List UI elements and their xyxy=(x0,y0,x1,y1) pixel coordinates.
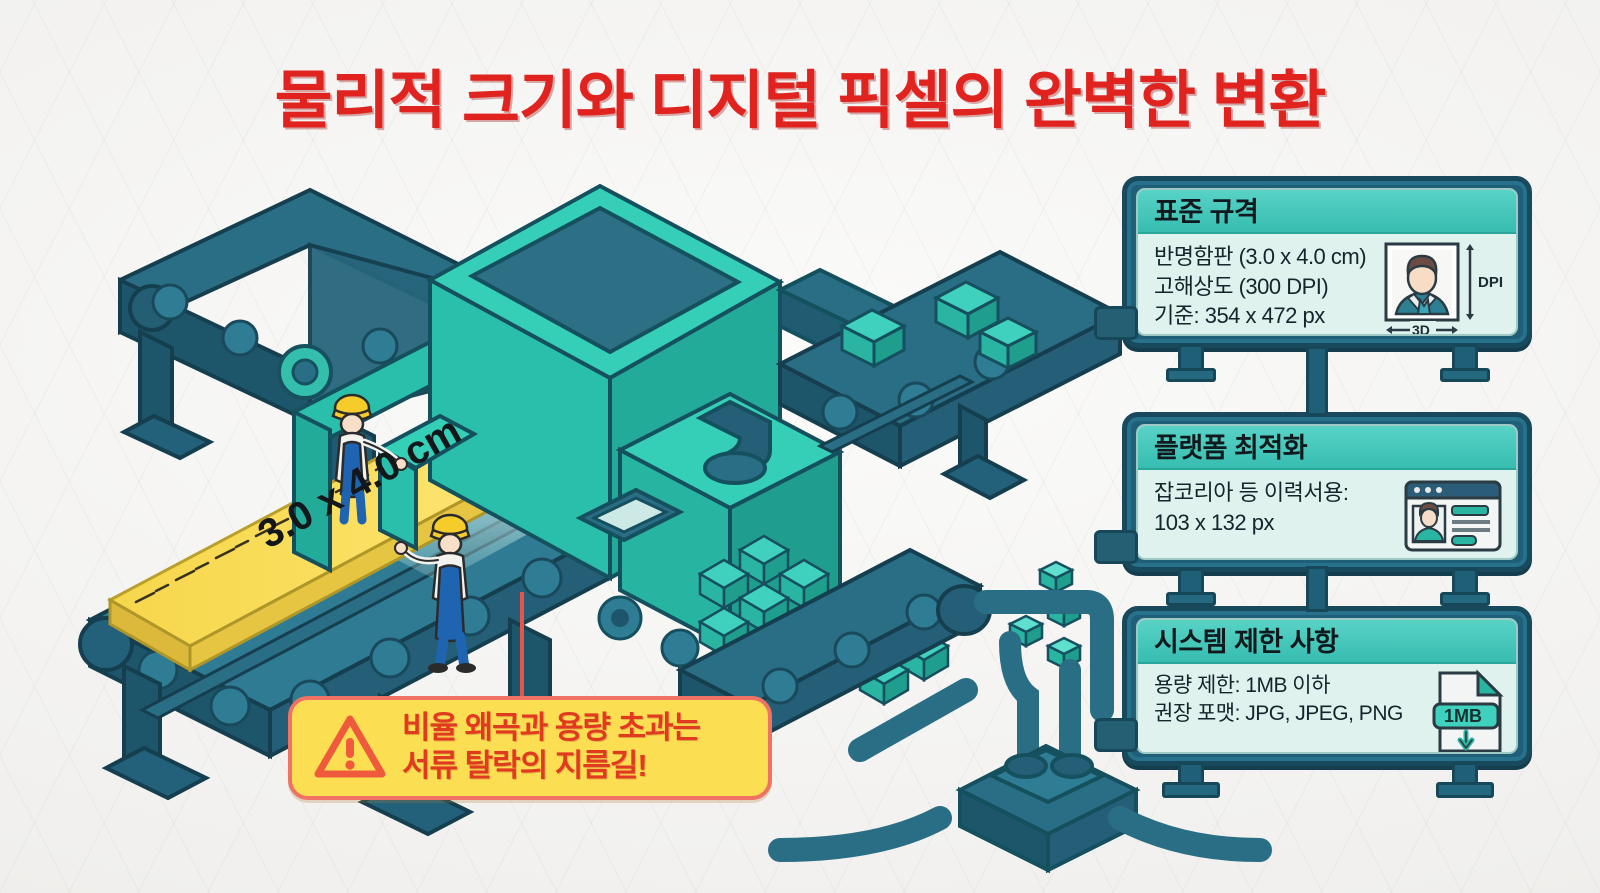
panel-body: 반명함판 (3.0 x 4.0 cm) 고해상도 (300 DPI) 기준: 3… xyxy=(1138,234,1516,331)
pipe-left-stub xyxy=(848,678,978,762)
spec-line-1: 반명함판 (3.0 x 4.0 cm) xyxy=(1154,244,1367,269)
panel-inner: 플랫폼 최적화 잡코리아 등 이력서용: 103 x 132 px xyxy=(1136,424,1518,560)
panel-standard-spec[interactable]: 표준 규격 반명함판 (3.0 x 4.0 cm) 고해상도 (300 DPI)… xyxy=(1094,176,1532,382)
panel-title: 시스템 제한 사항 xyxy=(1138,620,1516,664)
platform-line-1: 잡코리아 등 이력서용: xyxy=(1154,480,1349,505)
panel-body: 용량 제한: 1MB 이하 권장 포맷: JPG, JPEG, PNG xyxy=(1138,664,1516,729)
warning-line-1: 비율 왜곡과 용량 초과는 xyxy=(402,710,701,746)
panel-connector-post-upper xyxy=(1306,346,1328,416)
panel-foot-left xyxy=(1162,782,1220,798)
limit-line-1: 용량 제한: 1MB 이하 xyxy=(1154,674,1330,697)
panel-foot-right xyxy=(1436,782,1494,798)
platform-line-2: 103 x 132 px xyxy=(1154,509,1274,535)
file-size-icon: 1MB xyxy=(1432,669,1504,752)
panel-pipe-hub xyxy=(1094,306,1138,340)
warning-triangle-icon xyxy=(314,715,386,778)
warning-callout[interactable]: 비율 왜곡과 용량 초과는 서류 탈락의 지름길! xyxy=(288,696,772,800)
spec-line-3: 기준: 354 x 472 px xyxy=(1154,303,1325,329)
panel-foot-right xyxy=(1440,592,1490,606)
callout-pointer-line xyxy=(520,592,524,702)
panel-body: 잡코리아 등 이력서용: 103 x 132 px xyxy=(1138,470,1516,537)
panel-pipe-hub xyxy=(1094,530,1138,564)
3d-label: 3D xyxy=(1412,322,1430,336)
worker-upper xyxy=(331,393,408,525)
warning-text-group: 비율 왜곡과 용량 초과는 서류 탈락의 지름길! xyxy=(402,709,701,785)
pipe-bottom-left xyxy=(768,806,952,862)
resume-browser-icon xyxy=(1404,480,1502,552)
panel-foot-left xyxy=(1166,368,1216,382)
factory-illustration xyxy=(78,183,1272,874)
panel-connector-post-lower xyxy=(1306,566,1328,612)
warning-line-2: 서류 탈락의 지름길! xyxy=(402,748,648,783)
panel-title: 플랫폼 최적화 xyxy=(1138,426,1516,470)
panel-pipe-hub xyxy=(1094,718,1138,752)
panel-inner: 시스템 제한 사항 용량 제한: 1MB 이하 권장 포맷: JPG, JPEG… xyxy=(1136,618,1518,754)
spec-line-2: 고해상도 (300 DPI) xyxy=(1154,273,1329,299)
id-photo-icon: DPI 3D xyxy=(1384,242,1503,336)
panel-platform-optimization[interactable]: 플랫폼 최적화 잡코리아 등 이력서용: 103 x 132 px xyxy=(1094,412,1532,606)
pipe-bottom-right xyxy=(1108,806,1272,862)
page-title: 물리적 크기와 디지털 픽셀의 완벽한 변환 xyxy=(274,66,1327,136)
panel-title: 표준 규격 xyxy=(1138,190,1516,234)
panel-foot-right xyxy=(1440,368,1490,382)
pipe-junction-base xyxy=(955,743,1141,874)
panel-system-limits[interactable]: 시스템 제한 사항 용량 제한: 1MB 이하 권장 포맷: JPG, JPEG… xyxy=(1094,606,1532,798)
worker-lower xyxy=(394,513,476,673)
panel-foot-left xyxy=(1166,592,1216,606)
pipe-network xyxy=(974,590,1114,773)
file-size-badge-label: 1MB xyxy=(1444,706,1482,726)
dpi-label: DPI xyxy=(1478,274,1503,291)
limit-line-2: 권장 포맷: JPG, JPEG, PNG xyxy=(1154,702,1403,726)
output-conveyor-upper xyxy=(775,249,1125,501)
panel-inner: 표준 규격 반명함판 (3.0 x 4.0 cm) 고해상도 (300 DPI)… xyxy=(1136,188,1518,336)
